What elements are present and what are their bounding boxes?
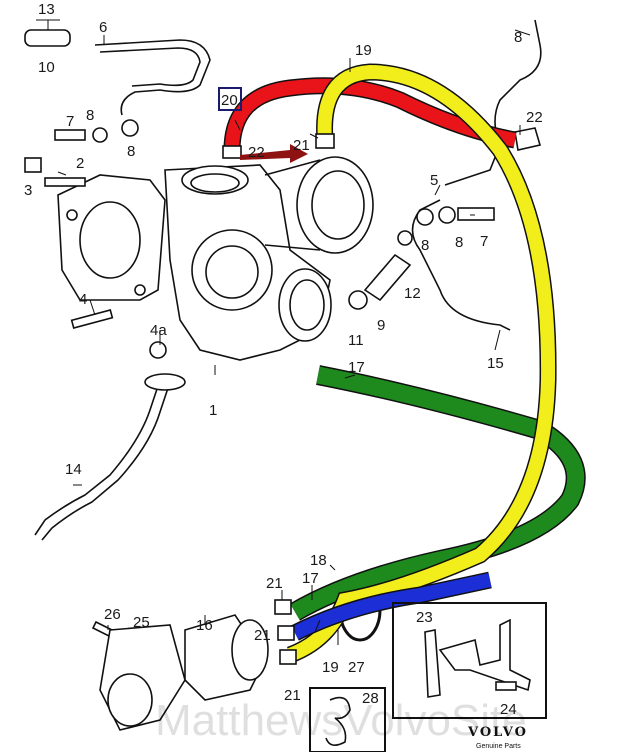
manifold-port <box>79 201 141 279</box>
label-16: 16 <box>196 617 213 634</box>
clamp-21 <box>277 625 295 641</box>
hose-20-red-fill <box>225 78 517 151</box>
part-28-clip <box>325 696 351 746</box>
label-19: 19 <box>355 42 372 59</box>
label-7: 7 <box>480 233 488 250</box>
label-22: 22 <box>526 109 543 126</box>
label-2: 2 <box>76 155 84 172</box>
turbine-outlet-inner <box>289 279 325 331</box>
clamp-21 <box>279 649 297 665</box>
pipe-15 <box>411 199 511 331</box>
label-4a: 4a <box>150 322 167 339</box>
label-24: 24 <box>500 701 517 718</box>
label-21: 21 <box>293 137 310 154</box>
part-4-stud <box>70 308 114 330</box>
red-arrow-22 <box>240 144 308 163</box>
label-11: 11 <box>348 332 364 349</box>
label-22: 22 <box>248 144 265 161</box>
part-11-clamp <box>348 290 368 310</box>
label-26: 26 <box>104 606 121 623</box>
label-6: 6 <box>99 19 107 36</box>
label-1: 1 <box>209 402 217 419</box>
label-17: 17 <box>302 570 319 587</box>
label-8: 8 <box>127 143 135 160</box>
inset-box-23-24 <box>392 602 547 719</box>
part-16-face <box>231 619 269 681</box>
compressor-body <box>264 159 321 251</box>
part-9-hose <box>363 253 412 302</box>
label-27: 27 <box>348 659 365 676</box>
part-8-washer <box>92 127 108 143</box>
compressor-outlet-inner <box>311 170 365 240</box>
turbine-inlet-inner <box>205 245 259 299</box>
label-8: 8 <box>455 234 463 251</box>
part-8-washer <box>121 119 139 137</box>
label-12: 12 <box>404 285 421 302</box>
label-15: 15 <box>487 355 504 372</box>
label-18: 18 <box>310 552 327 569</box>
label-21: 21 <box>266 575 283 592</box>
clamp-21 <box>315 133 335 149</box>
label-25: 25 <box>133 614 150 631</box>
volvo-logo: VOLVO <box>467 725 528 740</box>
part-22-clamp <box>514 127 542 151</box>
flange-bolt-hole <box>134 284 146 296</box>
flange-bolt-hole <box>66 209 78 221</box>
label-10: 10 <box>38 59 55 76</box>
volvo-tagline: Genuine Parts <box>476 743 521 750</box>
oil-pipe-top-2 <box>99 47 201 87</box>
part-8-washer <box>416 208 434 226</box>
part-3-stud <box>44 177 86 187</box>
label-5: 5 <box>430 172 438 189</box>
part-4a-nut <box>149 341 167 359</box>
label-13: 13 <box>38 1 55 18</box>
part-7-bolt <box>457 207 495 221</box>
part-10-fitting <box>24 29 71 47</box>
label-28: 28 <box>362 690 379 707</box>
part-23-bracket-arm <box>438 618 531 692</box>
label-7: 7 <box>66 113 74 130</box>
part-7-bolt <box>54 129 86 141</box>
part-2-nut <box>24 157 42 173</box>
hose-19-yellow-fill <box>287 64 556 662</box>
turbo-inlet-inner <box>190 173 240 193</box>
label-4: 4 <box>79 291 87 308</box>
label-17: 17 <box>348 359 365 376</box>
label-21: 21 <box>284 687 301 704</box>
label-9: 9 <box>377 317 385 334</box>
label-23: 23 <box>416 609 433 626</box>
part-24-screw <box>495 681 517 691</box>
label-14: 14 <box>65 461 82 478</box>
pipe-14 <box>34 379 161 536</box>
part-8-washer <box>438 206 456 224</box>
gasket <box>144 373 186 391</box>
part-23-bracket <box>424 629 441 698</box>
label-3: 3 <box>24 182 32 199</box>
label-8: 8 <box>514 29 522 46</box>
label-20: 20 <box>221 92 238 109</box>
part-25-port <box>107 673 153 727</box>
part-12-clamp <box>397 230 413 246</box>
clamp-21 <box>222 145 242 159</box>
watermark: MatthewsVolvoSite <box>155 696 527 745</box>
label-8: 8 <box>86 107 94 124</box>
pipe-14-b <box>41 381 171 541</box>
hose-17-green-fill <box>290 366 585 620</box>
inset-box-28 <box>309 687 386 752</box>
hose-blue-fill <box>291 573 492 640</box>
label-19: 19 <box>322 659 339 676</box>
label-21: 21 <box>254 627 271 644</box>
oil-pipe-top <box>94 39 211 116</box>
label-20-box <box>218 87 242 111</box>
label-8: 8 <box>421 237 429 254</box>
clamp-21 <box>274 599 292 615</box>
